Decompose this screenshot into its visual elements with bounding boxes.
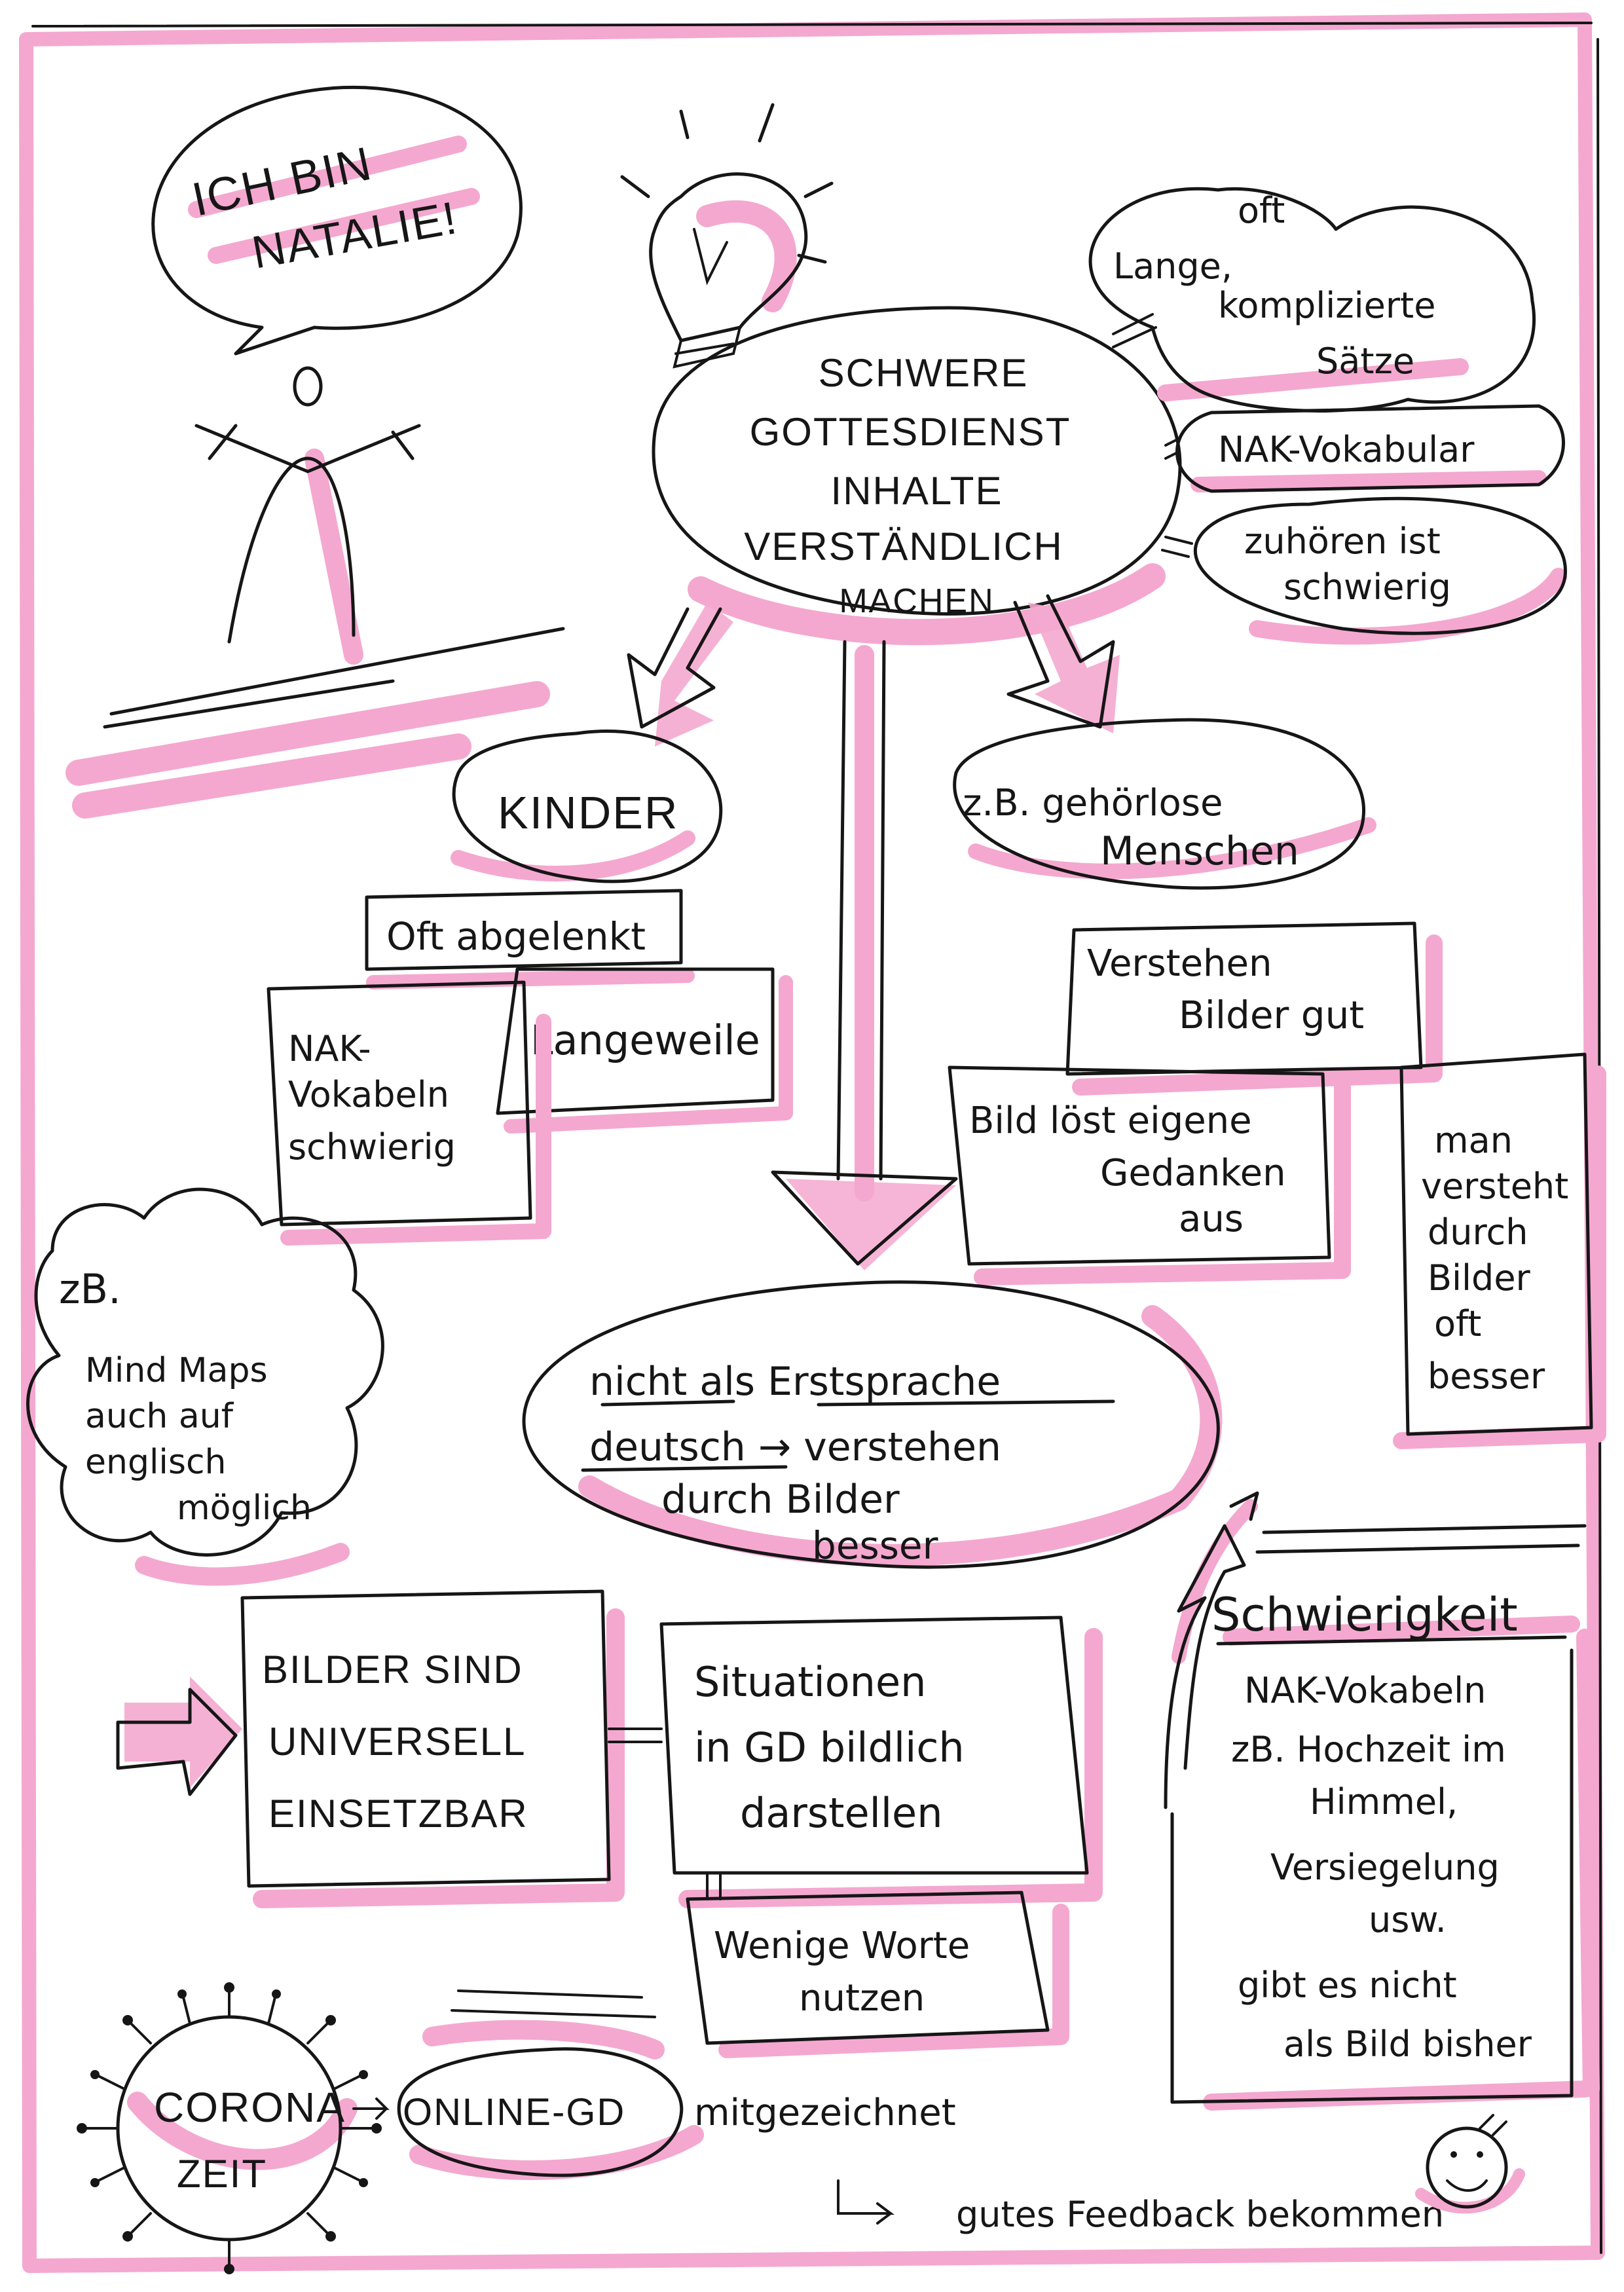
smiley-icon [1415,2114,1525,2214]
kinder-node: KINDER [451,730,723,883]
problem-listening: zuhören ist schwierig [1161,496,1567,645]
situationen-line-2: in GD bildlich [694,1724,965,1771]
bild-box-line-1: Bild löst eigene [969,1100,1252,1142]
man-box-line-4: Bilder [1428,1257,1531,1299]
wenige-line-2: nutzen [799,1977,925,2020]
arrow-small-icon [352,2098,390,2120]
schwierigkeit-title: Schwierigkeit [1211,1588,1518,1642]
feedback-text: gutes Feedback bekommen [956,2194,1444,2235]
gehoerlose-title-1: z.B. gehörlose [963,782,1223,824]
erstsprache-node: nicht als Erstsprache deutsch → verstehe… [522,1280,1223,1569]
cloud-line-4: englisch [85,1443,227,1482]
gehoerlose-note-verstehen: Verstehen Bilder gut [1065,921,1443,1096]
schwierigkeit-line-6: gibt es nicht [1238,1965,1457,2006]
feedback-line: gutes Feedback bekommen [837,2179,1444,2235]
online-gd-after: mitgezeichnet [694,2092,956,2134]
erstsprache-line-2: deutsch → verstehen [589,1424,1001,1470]
arrow-to-gehoerlose-icon [1006,594,1120,733]
situationen-box: Situationen in GD bildlich darstellen [659,1616,1103,1908]
kinder-nak-line-1: NAK- [288,1028,371,1069]
kinder-note-langeweile: Langeweile [496,967,793,1134]
schwierigkeit-line-2: zB. Hochzeit im [1231,1729,1506,1770]
arrow-right-icon [116,1676,242,1796]
gehoerlose-title-2: Menschen [1100,828,1299,874]
man-box-line-2: versteht [1421,1166,1568,1207]
kinder-note-1: Oft abgelenkt [386,914,646,959]
kinder-nak-line-2: Vokabeln [288,1074,449,1115]
central-line-5: MACHEN [839,582,994,620]
bild-box-line-2: Gedanken [1100,1152,1286,1194]
wenige-worte-box: Wenige Worte nutzen [686,1891,1069,2058]
problem-1-line-1: oft [1238,190,1285,231]
central-line-1: SCHWERE [819,351,1029,395]
cloud-line-1: zB. [59,1265,121,1313]
schwierigkeit-line-7: als Bild bisher [1283,2024,1532,2065]
man-box-line-5: oft [1434,1303,1481,1344]
corona-line-1: CORONA [154,2084,346,2131]
gehoerlose-note-line-2: Bilder gut [1179,993,1364,1037]
kinder-nak-line-3: schwierig [288,1126,456,1168]
cloud-line-3: auch auf [85,1397,234,1436]
arrow-to-kinder-icon [627,602,733,747]
kinder-nak-box: NAK- Vokabeln schwierig [267,980,551,1246]
central-topic: SCHWERE GOTTESDIENST INHALTE VERSTÄNDLIC… [652,306,1182,646]
kinder-title: KINDER [498,787,678,838]
problem-1-line-2: Lange, [1113,246,1232,287]
gehoerlose-man-box: man versteht durch Bilder oft besser [1393,1052,1606,1449]
online-gd-label: ONLINE-GD [403,2091,625,2134]
man-box-line-1: man [1434,1120,1513,1161]
erstsprache-line-1: nicht als Erstsprache [589,1359,1001,1405]
man-box-line-6: besser [1428,1356,1545,1397]
wenige-line-1: Wenige Worte [714,1925,970,1967]
schwierigkeit-panel: Schwierigkeit NAK-Vokabeln zB. Hochzeit … [1170,1524,1600,2111]
schwierigkeit-line-1: NAK-Vokabeln [1244,1670,1486,1711]
schwierigkeit-line-5: usw. [1369,1899,1447,1940]
gehoerlose-bild-box: Bild löst eigene Gedanken aus [948,1065,1351,1285]
arrow-down-icon [771,640,958,1270]
kinder-note-abgelenkt: Oft abgelenkt [365,889,695,989]
central-line-2: GOTTESDIENST [750,410,1071,454]
gehoerlose-node: z.B. gehörlose Menschen [953,718,1376,890]
problem-1-line-3: komplizierte [1218,285,1435,326]
mindmaps-cloud: zB. Mind Maps auch auf englisch möglich [26,1187,384,1586]
central-line-3: INHALTE [831,469,1003,513]
erstsprache-line-3: durch Bilder [661,1477,900,1523]
corona-virus-icon: CORONA ZEIT [77,1982,382,2274]
arrow-up-icon [1164,1491,1259,1809]
man-box-line-3: durch [1428,1211,1528,1253]
central-line-4: VERSTÄNDLICH [744,525,1063,568]
problem-3-line-2: schwierig [1283,566,1451,608]
problem-3-line-1: zuhören ist [1244,521,1441,562]
stick-figure [65,366,565,819]
corona-line-2: ZEIT [177,2152,267,2196]
situationen-line-1: Situationen [694,1658,926,1706]
universell-line-3: EINSETZBAR [268,1792,528,1836]
cloud-line-2: Mind Maps [85,1351,268,1390]
bild-box-line-3: aus [1179,1198,1244,1240]
situationen-line-3: darstellen [740,1789,943,1837]
universell-line-1: BILDER SIND [262,1648,523,1691]
problem-nak-vocabulary: NAK-Vokabular [1164,404,1565,493]
problem-1-line-4: Sätze [1316,341,1414,382]
gehoerlose-note-line-1: Verstehen [1087,942,1272,985]
schwierigkeit-line-4: Versiegelung [1270,1847,1500,1888]
schwierigkeit-line-3: Himmel, [1310,1781,1458,1822]
bilder-universell-box: BILDER SIND UNIVERSELL EINSETZBAR [240,1589,663,1908]
kinder-note-2: Langeweile [530,1016,760,1064]
problem-long-sentences: oft Lange, komplizierte Sätze [1088,187,1536,413]
light-bulb-icon [620,103,834,369]
universell-line-2: UNIVERSELL [268,1720,526,1764]
cloud-line-5: möglich [177,1488,312,1528]
erstsprache-line-4: besser [812,1523,938,1568]
speech-bubble: ICH BIN NATALIE! [151,85,523,356]
problem-2-line-1: NAK-Vokabular [1218,429,1475,470]
online-gd-node: ONLINE-GD mitgezeichnet [397,1989,956,2180]
